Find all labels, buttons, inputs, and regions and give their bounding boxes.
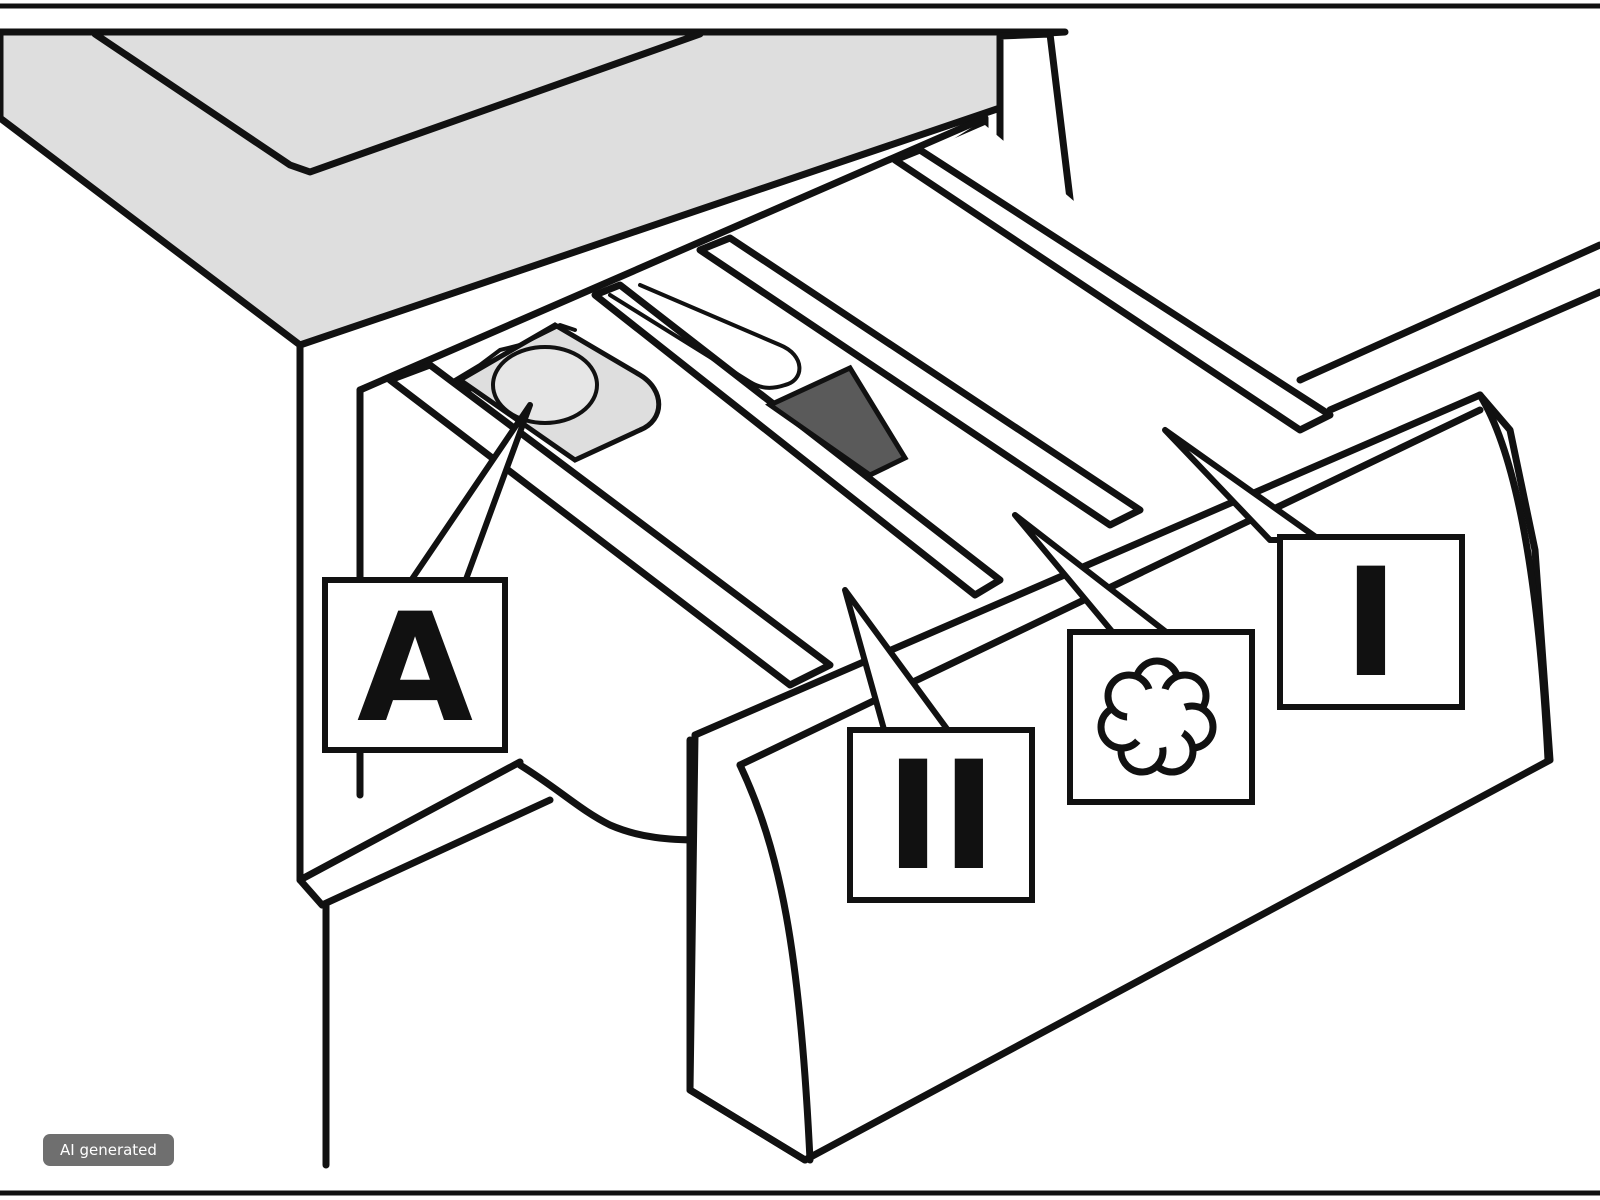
liquid-insert-cap	[491, 345, 599, 425]
callout-i-box	[1277, 534, 1465, 710]
callout-ii-label: II	[885, 730, 997, 904]
drawer-front-inner-curve	[736, 761, 814, 1164]
divider-rail-3	[696, 234, 1144, 529]
callout-a-box	[322, 577, 508, 753]
divider-rail-4	[891, 146, 1334, 434]
liquid-insert-clip	[453, 323, 577, 392]
drawer-front-right-curve	[1476, 391, 1552, 764]
right-side-rail-lower	[1326, 288, 1600, 414]
siphon-cap	[608, 283, 802, 390]
divider-rail-2	[591, 281, 1004, 599]
top-recess-edge	[91, 30, 704, 176]
drawer-underside-curve	[516, 761, 704, 844]
drawer-front-left-curve	[686, 736, 809, 1164]
ai-generated-badge: AI generated	[43, 1134, 174, 1166]
callout-ii-box	[847, 727, 1035, 903]
right-side-rail	[1296, 241, 1600, 384]
flower-icon	[1097, 657, 1217, 776]
softener-wedge	[765, 364, 909, 478]
machine-front-lower	[296, 796, 554, 909]
callout-a-label: A	[357, 582, 473, 756]
callout-i-label: I	[1343, 537, 1399, 711]
